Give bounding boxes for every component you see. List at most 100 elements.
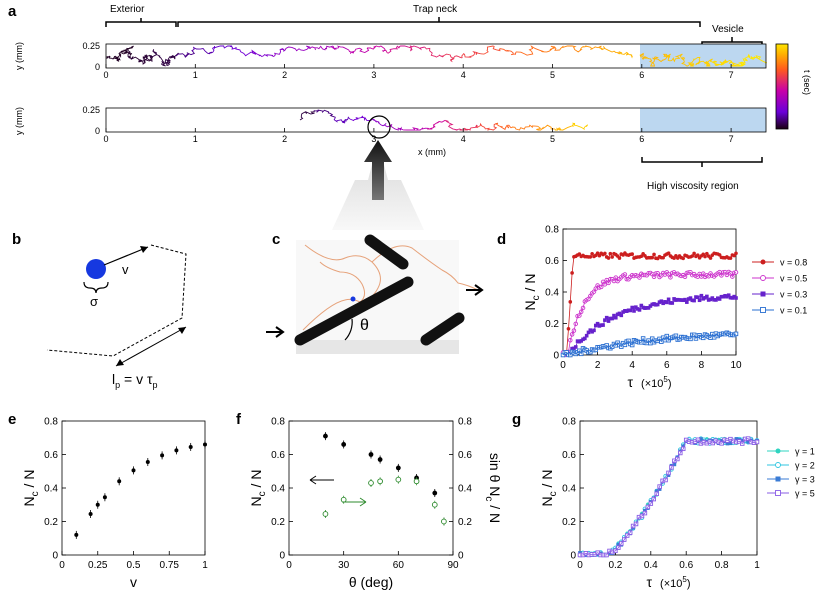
trajectory-segment — [211, 45, 233, 53]
sigma-brace — [83, 281, 109, 294]
y-tick-label: 0 — [52, 551, 58, 562]
x-axis-label: θ (deg) — [349, 574, 393, 590]
series-line — [579, 438, 758, 556]
trap-schematic: θ — [266, 234, 484, 354]
trajectory-segment — [427, 119, 446, 130]
y-tick-label: 0 — [279, 551, 285, 562]
wall-bar-right — [420, 312, 465, 346]
y-tick-label: 0.6 — [562, 450, 576, 461]
trajectory-segment — [284, 45, 311, 52]
data-point — [395, 476, 402, 483]
trajectory-segment — [536, 124, 555, 131]
data-point — [88, 511, 93, 516]
trajectory-segment — [348, 47, 370, 54]
series-line — [562, 252, 737, 355]
particle-trail-right — [371, 245, 479, 291]
x-tick-label: 4 — [629, 360, 635, 371]
zoom-arrow — [364, 140, 392, 200]
data-point — [340, 496, 347, 503]
y-axis-label: Nc / N — [248, 470, 268, 507]
y-tick-label: 0.8 — [271, 417, 285, 428]
x-tick-label: 0.2 — [608, 560, 622, 571]
velocity-arrow — [103, 246, 149, 266]
velocity-symbol: v — [122, 262, 129, 277]
right-axis-arrow-icon — [342, 497, 367, 507]
x-tick-label: 0.6 — [679, 560, 693, 571]
region-label-high-viscosity: High viscosity region — [647, 181, 739, 192]
data-point — [395, 465, 401, 471]
y-tick-label: 0 — [553, 351, 559, 362]
data-point — [341, 442, 347, 447]
x-axis-label: v — [130, 574, 137, 590]
y-axis-label: Nc / N — [539, 470, 559, 507]
trajectory-segment — [424, 46, 444, 58]
trajectory-segment — [387, 124, 404, 131]
x-tick-label: 90 — [447, 560, 459, 571]
x-tick-label: 0 — [59, 560, 65, 571]
sigma-symbol: σ — [90, 294, 98, 309]
trajectory-segment — [309, 45, 334, 51]
data-point — [441, 518, 447, 525]
x-tick-label: 0 — [560, 360, 566, 371]
trajectory-segment — [571, 122, 589, 131]
trajectory-segment — [441, 53, 463, 63]
trajectory-segment — [663, 53, 694, 67]
x-tick-label: 1 — [202, 560, 208, 571]
x-tick-label: 10 — [730, 360, 742, 371]
trajectory-segment — [554, 125, 572, 131]
data-point — [760, 259, 766, 265]
data-point — [775, 448, 781, 454]
data-point — [174, 448, 179, 453]
trajectory-bottom — [299, 109, 589, 131]
high-viscosity-shade-bottom — [640, 108, 766, 132]
y-axis-label-top: y (mm) — [14, 42, 24, 70]
wall-bar-upper — [364, 234, 409, 270]
x-tick-label: 0 — [577, 560, 583, 571]
left-axis-arrow-icon — [309, 475, 334, 485]
trajectory-segment — [408, 45, 425, 52]
data-point — [431, 501, 438, 508]
bracket-exterior — [105, 18, 177, 27]
data-point — [733, 331, 739, 337]
data-point — [74, 532, 79, 537]
y-tick-label: 0.8 — [562, 417, 576, 428]
x-tick-label: 0.8 — [715, 560, 729, 571]
region-label-trap-neck: Trap neck — [413, 4, 458, 15]
data-point — [377, 478, 383, 485]
legend-label: γ = 3 — [795, 475, 815, 485]
trajectory-segment — [494, 122, 512, 131]
data-point — [775, 462, 781, 468]
x-tick-label: 1 — [193, 70, 198, 80]
trajectory-strip-top — [105, 43, 767, 69]
series-gamma-2 — [577, 436, 760, 558]
trajectory-segment — [687, 56, 713, 67]
data-point — [145, 460, 150, 465]
legend-label: v = 0.1 — [780, 306, 807, 316]
strip-frame-bottom — [105, 107, 767, 133]
series-v08 — [561, 251, 738, 356]
trajectory-strip-bottom — [105, 107, 767, 133]
data-point — [368, 480, 374, 486]
y-tick-label: 0.2 — [271, 517, 285, 528]
series-line — [562, 294, 737, 356]
y-right-tick-label: 0.6 — [458, 450, 472, 461]
random-walk-schematic: v σ lp = v τp — [46, 244, 187, 390]
y-axis-label-right: sin θ Nc / N — [483, 453, 503, 523]
y-tick-label: 0.2 — [562, 517, 576, 528]
panel-label-g: g — [512, 411, 521, 428]
series-line — [580, 438, 758, 556]
wall-bar-lower — [294, 276, 414, 346]
persistence-length-label: lp = v τp — [112, 371, 158, 390]
trajectory-segment — [476, 122, 499, 131]
y-tick-top-0.25: 0.25 — [82, 41, 100, 51]
trajectory-segment — [559, 45, 583, 53]
series-gamma-3 — [578, 437, 759, 557]
panel-label-d: d — [497, 231, 506, 248]
x-tick-label: 6 — [664, 360, 670, 371]
y-tick-label: 0.4 — [562, 484, 576, 495]
legend-label: γ = 2 — [795, 461, 815, 471]
data-point — [117, 479, 122, 484]
